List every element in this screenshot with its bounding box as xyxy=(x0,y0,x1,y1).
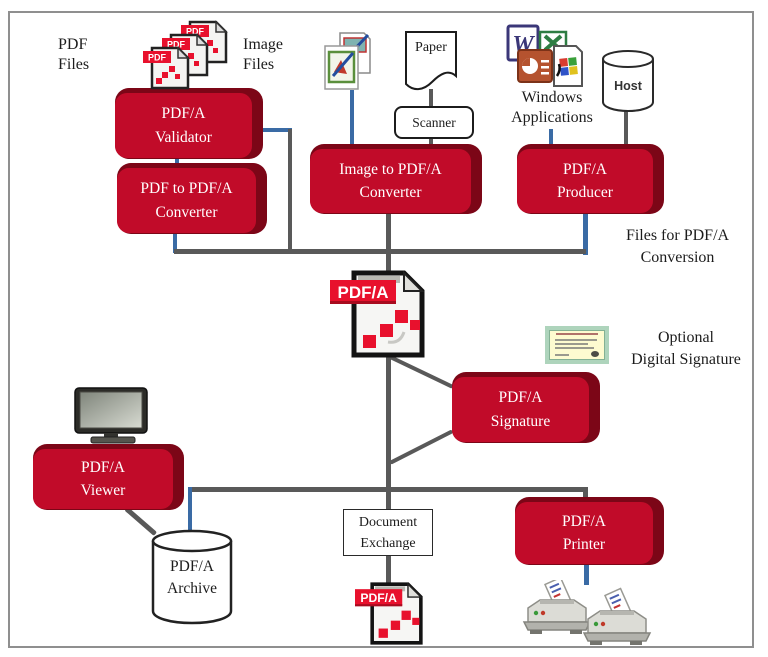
label-line: Optional xyxy=(658,329,714,346)
archive-label-line: PDF/A xyxy=(170,558,214,575)
node-label: Validator xyxy=(155,128,212,146)
monitor-icon xyxy=(74,387,148,445)
windows-applications-icons: W xyxy=(506,24,586,94)
certificate-icon xyxy=(545,326,609,364)
connector-scanner-converter xyxy=(429,134,433,146)
certificate-text-line xyxy=(554,343,589,345)
scanner-label: Scanner xyxy=(412,114,456,130)
windows-logo-icon xyxy=(553,45,583,87)
connector-converter-bus xyxy=(173,232,177,253)
node-label: Converter xyxy=(359,184,422,201)
label-line: Image xyxy=(243,36,283,53)
pdf-files-stack-icon: PDF PDF PDF xyxy=(143,20,229,90)
node-pdfa-printer: PDF/A Printer xyxy=(515,497,664,565)
pdfa-banner-text: PDF/A xyxy=(360,591,397,605)
certificate-title-line xyxy=(555,333,599,335)
node-pdfa-producer: PDF/A Producer xyxy=(517,144,664,214)
node-label: PDF/A xyxy=(563,160,607,178)
connector-paper-scanner xyxy=(429,89,433,108)
label-line: Files xyxy=(58,56,90,74)
node-image-to-pdfa-converter: Image to PDF/A Converter xyxy=(310,144,482,214)
archive-cylinder xyxy=(151,529,233,625)
connector-validator-converter xyxy=(175,157,179,167)
archive-label: PDF/A Archive xyxy=(151,556,233,601)
certificate-text-line xyxy=(554,347,594,349)
label-line: Files xyxy=(243,56,275,74)
node-pdf-to-pdfa-converter: PDF to PDF/A Converter xyxy=(117,163,267,234)
label-line: Applications xyxy=(511,109,593,127)
connector-validator-bus xyxy=(288,129,292,251)
label-pdf-files: PDF Files xyxy=(58,35,89,76)
node-label: Signature xyxy=(490,412,551,430)
node-label: Viewer xyxy=(80,482,126,499)
node-label: PDF/A xyxy=(562,512,606,530)
certificate-text-line xyxy=(554,339,597,341)
document-exchange-label: Exchange xyxy=(360,535,416,551)
image-files-icon xyxy=(324,32,372,90)
document-exchange-shape: Document Exchange xyxy=(343,509,433,556)
pdf-banner-text: PDF xyxy=(148,53,167,63)
diagram-border xyxy=(8,11,754,648)
connector-pdfa-icon-lower-bus xyxy=(386,356,391,511)
pdfa-banner-text: PDF/A xyxy=(338,283,389,302)
node-pdfa-signature: PDF/A Signature xyxy=(452,372,600,443)
lower-bus-line xyxy=(189,487,588,492)
certificate-seal xyxy=(591,351,599,357)
upper-bus-line xyxy=(174,249,586,254)
node-label: PDF to PDF/A xyxy=(140,180,233,198)
connector-producer-bus xyxy=(583,214,588,255)
pdfa-document-icon-small: PDF/A xyxy=(355,582,423,645)
label-optional-digital-signature: Optional Digital Signature xyxy=(620,327,752,370)
certificate-text-line xyxy=(554,354,569,356)
connector-printerbox-printers xyxy=(584,564,589,585)
printers-icon xyxy=(522,576,658,646)
label-files-for-conversion: Files for PDF/A Conversion xyxy=(605,225,750,268)
connector-converter-pdfa-icon xyxy=(386,212,391,274)
pdf-file-icon: PDF xyxy=(143,46,190,90)
label-line: Conversion xyxy=(640,248,715,266)
connector-docexchange-pdfa-icon xyxy=(386,553,391,585)
label-line: PDF xyxy=(58,36,88,53)
powerpoint-icon xyxy=(517,49,553,83)
paper-label: Paper xyxy=(415,40,447,55)
node-pdfa-viewer: PDF/A Viewer xyxy=(33,444,184,510)
archive-label-line: Archive xyxy=(167,580,217,598)
pdf-banner-text: PDF xyxy=(167,40,186,50)
label-line: Digital Signature xyxy=(631,350,741,368)
node-label: Printer xyxy=(562,536,606,553)
host-cylinder: Host xyxy=(601,50,655,113)
label-image-files: Image Files xyxy=(243,35,283,76)
connector-bus-printerbox xyxy=(583,487,588,501)
node-label: PDF/A xyxy=(498,389,543,407)
connector-host-producer xyxy=(624,110,628,146)
label-line: Windows xyxy=(521,89,583,106)
scanner-shape: Scanner xyxy=(394,106,474,139)
document-exchange-label: Document xyxy=(358,514,418,530)
connector-imagefiles-converter xyxy=(350,90,354,146)
pdfa-document-icon: PDF/A xyxy=(330,270,425,358)
node-label: PDF/A xyxy=(81,458,125,476)
paper-shape: Paper xyxy=(404,30,458,92)
node-label: PDF/A xyxy=(161,105,206,123)
connector-bus-archive xyxy=(188,487,192,537)
node-pdfa-validator: PDF/A Validator xyxy=(115,88,263,159)
label-windows-applications: Windows Applications xyxy=(492,88,612,129)
pdf-banner-text: PDF xyxy=(186,27,205,37)
connector-validator-stub xyxy=(254,128,292,132)
connector-winapps-producer xyxy=(549,129,553,144)
label-line: Files for PDF/A xyxy=(625,227,730,244)
node-label: Image to PDF/A xyxy=(339,160,442,178)
node-label: Producer xyxy=(557,184,613,201)
node-label: Converter xyxy=(155,203,218,221)
host-label: Host xyxy=(614,79,643,93)
